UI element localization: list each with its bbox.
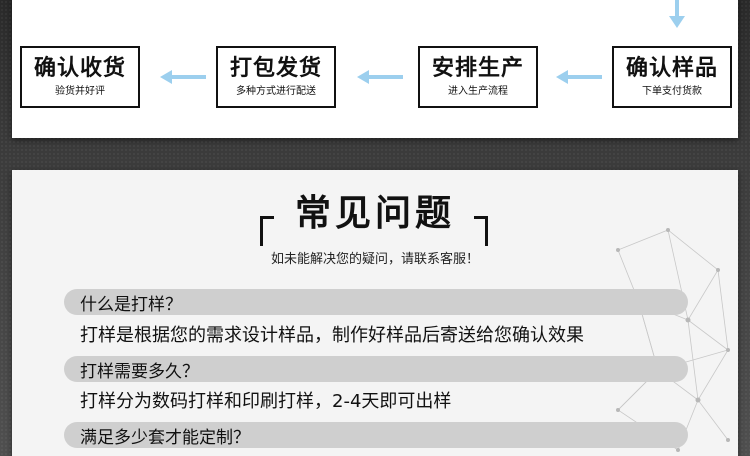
arrow-left-icon — [160, 70, 206, 84]
title-bracket-left — [260, 216, 274, 246]
faq-panel: 常见问题 如未能解决您的疑问，请联系客服！ 什么是打样？ 打样是根据您的需求设计… — [12, 170, 738, 456]
step-pack-ship: 打包发货 多种方式进行配送 — [216, 46, 336, 108]
step-title: 打包发货 — [229, 56, 322, 81]
step-subtitle: 进入生产流程 — [448, 86, 508, 97]
step-subtitle: 下单支付货款 — [642, 86, 702, 97]
step-confirm-sample: 确认样品 下单支付货款 — [612, 46, 732, 108]
faq-question-text: 什么是打样？ — [80, 294, 182, 315]
faq-answer: 打样分为数码打样和印刷打样，2-4天即可出样 — [80, 391, 452, 412]
faq-question: 打样需要多久？ — [64, 356, 688, 382]
faq-question-text: 打样需要多久？ — [80, 361, 199, 382]
step-confirm-receipt: 确认收货 验货并好评 — [20, 46, 140, 108]
title-bracket-right — [474, 216, 488, 246]
step-arrange-production: 安排生产 进入生产流程 — [418, 46, 538, 108]
network-decoration — [616, 228, 730, 452]
faq-title: 常见问题 — [294, 193, 455, 234]
faq-answer: 打样是根据您的需求设计样品，制作好样品后寄送给您确认效果 — [80, 325, 584, 346]
arrow-left-icon — [357, 70, 403, 84]
faq-question-text: 满足多少套才能定制？ — [80, 427, 250, 448]
faq-question: 什么是打样？ — [64, 289, 688, 315]
step-title: 安排生产 — [431, 56, 524, 81]
step-title: 确认收货 — [33, 56, 126, 81]
step-subtitle: 验货并好评 — [55, 86, 105, 97]
arrow-left-icon — [556, 70, 602, 84]
arrow-down-icon — [669, 0, 685, 30]
faq-question: 满足多少套才能定制？ — [64, 422, 688, 448]
process-panel: 确认收货 验货并好评 打包发货 多种方式进行配送 安排生产 进入生产流程 确认样… — [12, 0, 738, 138]
faq-subtitle: 如未能解决您的疑问，请联系客服！ — [270, 252, 479, 267]
step-subtitle: 多种方式进行配送 — [236, 86, 316, 97]
step-title: 确认样品 — [625, 56, 718, 81]
